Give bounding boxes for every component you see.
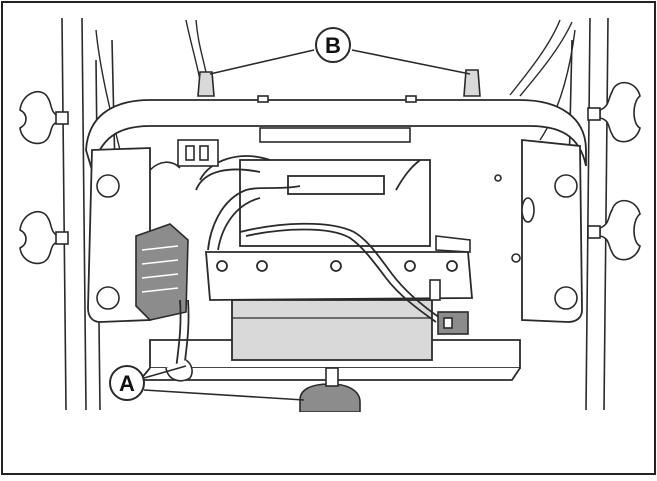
callout-a-circle bbox=[109, 365, 145, 401]
bottom-mount bbox=[165, 359, 361, 413]
left-upper-knob-icon bbox=[19, 90, 69, 145]
battery-strap bbox=[205, 251, 473, 301]
right-upper-knob-icon bbox=[587, 81, 641, 143]
callout-a-label: A bbox=[119, 371, 135, 396]
voltage-regulator bbox=[135, 223, 189, 321]
callout-b-circle bbox=[315, 27, 351, 63]
callout-b-label: B bbox=[325, 33, 341, 58]
b-pins bbox=[197, 69, 481, 103]
right-connector bbox=[429, 235, 471, 335]
callout-b: B bbox=[209, 27, 471, 75]
right-lower-knob-icon bbox=[587, 199, 641, 261]
bracket-holes bbox=[96, 174, 578, 310]
callout-a: A bbox=[109, 365, 305, 401]
battery bbox=[231, 159, 433, 361]
left-lower-knob-icon bbox=[19, 210, 69, 265]
left-connector bbox=[149, 139, 219, 171]
wire-harness bbox=[175, 155, 441, 371]
battery-hold-down bbox=[259, 127, 411, 143]
lower-blank-area bbox=[4, 412, 653, 472]
